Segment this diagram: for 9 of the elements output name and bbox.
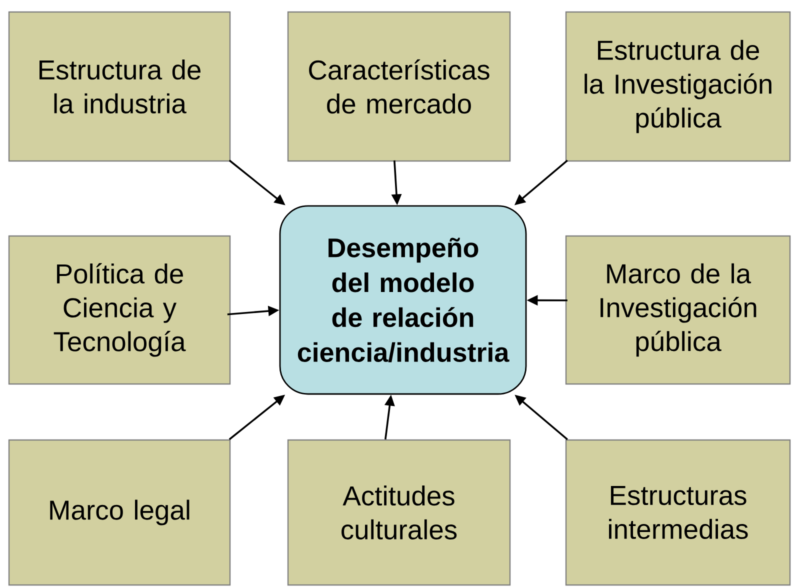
factor-box: Estructura de la Investigación pública — [565, 11, 791, 162]
factor-box: Marco legal — [8, 439, 231, 586]
factor-box: Política de Ciencia y Tecnología — [8, 235, 231, 385]
factor-box: Estructura de la industria — [8, 11, 231, 162]
factor-box: Marco de la Investigación pública — [565, 235, 791, 385]
factor-box: Estructuras intermedias — [565, 439, 791, 586]
central-box: Desempeño del modelo de relación ciencia/industria — [279, 205, 527, 395]
factor-box: Actitudes culturales — [287, 439, 511, 586]
factor-box: Características de mercado — [287, 11, 511, 162]
